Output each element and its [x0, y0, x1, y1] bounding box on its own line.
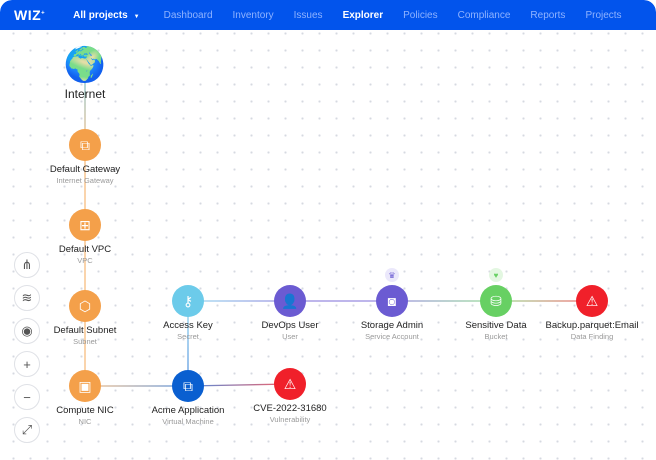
subnet-icon: ⬡ [78, 297, 92, 314]
node-finding[interactable]: ⚠ [576, 285, 608, 317]
node-sa[interactable]: ◙ [376, 285, 408, 317]
robot-icon: ◙ [387, 293, 397, 309]
node-type: User [282, 332, 298, 341]
node-title: Storage Admin [360, 320, 424, 331]
node-type: Bucket [484, 332, 508, 341]
key-icon: ⚷ [182, 292, 194, 309]
top-nav: WIZ+ All projects▼ Dashboard Inventory Iss… [0, 0, 656, 30]
vm-icon: ⧉ [183, 377, 193, 394]
zoom-in-icon: + [23, 356, 31, 372]
bucket-icon: ⛁ [490, 292, 502, 309]
node-title: Compute NIC [56, 405, 114, 416]
zoom-out-button[interactable]: − [14, 384, 40, 410]
node-type: Subnet [73, 337, 97, 346]
crown-icon: ♛ [385, 268, 399, 282]
node-title: Default VPC [58, 244, 112, 255]
node-title: Sensitive Data [465, 320, 527, 331]
node-type: Data Finding [570, 332, 614, 341]
node-type: VPC [77, 256, 93, 265]
nav-issues[interactable]: Issues [293, 9, 323, 21]
node-label: Internet [65, 87, 106, 101]
nav-compliance[interactable]: Compliance [457, 9, 511, 21]
zoom-out-icon: − [23, 389, 31, 405]
focus-icon: ◉ [21, 323, 33, 338]
node-type: Service Account [365, 332, 419, 341]
nav-reports[interactable]: Reports [530, 9, 566, 21]
nic-icon: ▣ [78, 377, 92, 394]
nav-explorer[interactable]: Explorer [342, 9, 384, 21]
wiz-logo[interactable]: WIZ+ [14, 7, 46, 23]
project-selector[interactable]: All projects▼ [73, 9, 140, 21]
edge-vm-cve [187, 383, 291, 387]
chevron-down-icon: ▼ [133, 13, 140, 20]
network-icon: ⊞ [79, 216, 91, 233]
focus-button[interactable]: ◉ [14, 318, 40, 344]
hierarchy-button[interactable]: ⋔ [14, 252, 40, 278]
expand-icon: ⤢ [21, 422, 33, 437]
gateway-icon: ⧉ [80, 136, 90, 153]
layers-icon: ≋ [21, 290, 33, 305]
node-type: Vulnerability [269, 415, 311, 424]
node-nic[interactable]: ▣ [69, 370, 101, 402]
node-title: Access Key [163, 320, 213, 331]
node-title: Acme Application [151, 405, 225, 416]
node-title: Backup.parquet:Email [545, 320, 639, 331]
nav-inventory[interactable]: Inventory [232, 9, 274, 21]
node-title: CVE-2022-31680 [253, 403, 327, 414]
warning-icon: ⚠ [585, 292, 599, 309]
node-vpc[interactable]: ⊞ [69, 209, 101, 241]
node-key[interactable]: ⚷ [172, 285, 204, 317]
node-gateway[interactable]: ⧉ [69, 129, 101, 161]
heart-icon: ♥ [489, 268, 503, 282]
node-type: Virtual Machine [162, 417, 214, 426]
nav-policies[interactable]: Policies [403, 9, 438, 21]
expand-button[interactable]: ⤢ [14, 417, 40, 443]
node-bucket[interactable]: ⛁ [480, 285, 512, 317]
node-title: DevOps User [261, 320, 319, 331]
zoom-in-button[interactable]: + [14, 351, 40, 377]
layers-button[interactable]: ≋ [14, 285, 40, 311]
node-type: Secret [177, 332, 199, 341]
globe-icon: 🌍 [63, 46, 107, 84]
node-title: Default Gateway [49, 164, 121, 175]
node-cve[interactable]: ⚠ [274, 368, 306, 400]
node-subnet[interactable]: ⬡ [69, 290, 101, 322]
warning-icon: ⚠ [283, 375, 297, 392]
node-title: Internet [64, 87, 106, 101]
node-type: Internet Gateway [56, 176, 114, 185]
nav-projects[interactable]: Projects [585, 9, 622, 21]
node-internet[interactable]: 🌍 [63, 43, 107, 87]
node-type: NIC [78, 417, 92, 426]
node-vm[interactable]: ⧉ [172, 370, 204, 402]
user-icon: 👤 [281, 292, 299, 309]
node-user[interactable]: 👤 [274, 285, 306, 317]
nav-dashboard[interactable]: Dashboard [163, 9, 213, 21]
node-title: Default Subnet [53, 325, 117, 336]
hierarchy-icon: ⋔ [21, 257, 33, 272]
